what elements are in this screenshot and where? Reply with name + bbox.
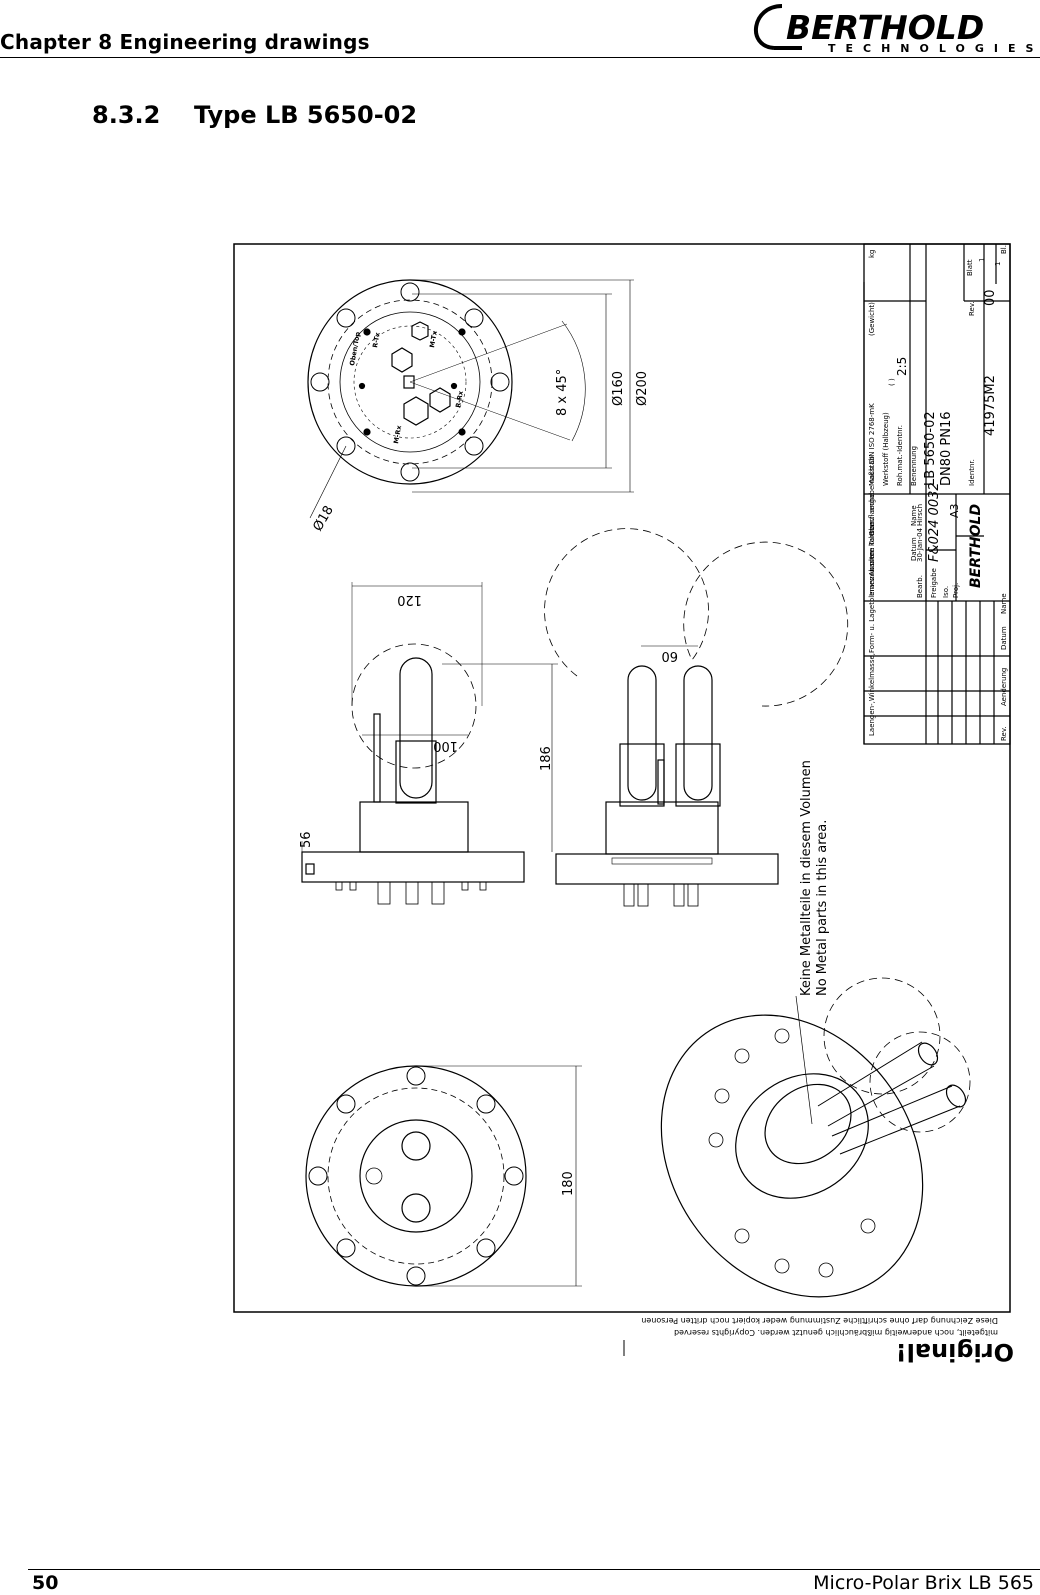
dim-180: 180 xyxy=(561,1171,576,1196)
tb-aend-rev: Rev. xyxy=(1000,726,1008,741)
tb-benennung-2: DN80 PN16 xyxy=(939,411,954,486)
tb-benennung-1: LB 5650-02 xyxy=(923,411,938,486)
berthold-logo: BERTHOLD TECHNOLOGIES xyxy=(754,4,1038,54)
tb-aend-name: Name xyxy=(1000,593,1008,614)
section-number: 8.3.2 xyxy=(92,101,161,129)
tb-kanten-innen: Innen- kanten xyxy=(868,547,876,596)
tb-rev-value: 00 xyxy=(983,289,998,306)
isometric-view xyxy=(660,977,971,1298)
tb-massstab-value: 2:5 xyxy=(895,357,909,376)
label-m-rx: M-Rx xyxy=(392,424,403,444)
tb-datum-label: Datum xyxy=(910,537,918,561)
tb-name-label: Name xyxy=(910,505,918,526)
flange-bottom-view: 180 xyxy=(305,1065,582,1287)
tb-identnr-label: Identnr. xyxy=(968,459,976,486)
tb-kanten-aussen: Aussen- kanten xyxy=(868,522,876,576)
label-r-rx: R-Rx xyxy=(454,390,465,409)
tb-bl-label: Bl. xyxy=(1000,245,1008,254)
tb-massstab-label: Maßstab xyxy=(868,456,876,486)
flange-top-view: Oben/Top R-Tx M-Tx R-Rx M-Rx Ø160 Ø200 8… xyxy=(307,279,650,534)
label-m-tx: M-Tx xyxy=(428,330,439,349)
tb-format: A3 xyxy=(948,503,961,518)
tb-aend-datum: Datum xyxy=(1000,626,1008,650)
logo-subtitle: TECHNOLOGIES xyxy=(828,42,1038,54)
drawing-frame xyxy=(233,243,1011,1313)
copyright-line-2: mitgeteilt, noch anderweitig mißbräuchli… xyxy=(674,1328,998,1337)
dim-d160: Ø160 xyxy=(611,371,626,406)
original-stamp: Original! xyxy=(896,1338,1014,1366)
tb-werkstoff: Werkstoff (Halbzeug) xyxy=(882,412,890,486)
logo-wordmark: BERTHOLD xyxy=(786,8,984,47)
side-view-right: 60 xyxy=(544,528,849,907)
tb-proj-label: Proj. xyxy=(952,583,960,598)
section-title: Type LB 5650-02 xyxy=(194,101,418,129)
engineering-drawing: Oben/Top R-Tx M-Tx R-Rx M-Rx Ø160 Ø200 8… xyxy=(233,243,1014,1366)
header-rule xyxy=(0,57,1040,58)
metal-note: Keine Metallteile in diesem Volumen No M… xyxy=(795,760,830,1125)
note-en: No Metal parts in this area. xyxy=(815,820,830,996)
section-heading: 8.3.2 Type LB 5650-02 xyxy=(92,101,417,129)
tb-identnr-value: 41975M2 xyxy=(983,375,998,436)
dim-100: 100 xyxy=(433,738,458,753)
tb-gewicht-label: (Gewicht) xyxy=(868,302,876,336)
tb-benennung-label: Benennung xyxy=(910,446,918,486)
tb-rev-label: Rev. xyxy=(968,301,976,316)
chapter-title: Chapter 8 Engineering drawings xyxy=(0,30,370,54)
copyright-line-1: Diese Zeichnung darf ohne schriftliche Z… xyxy=(641,1316,998,1325)
tb-rohmat: Roh.mat.-Identnr. xyxy=(896,425,904,486)
tb-freigabe-value: F&024 0032 xyxy=(927,482,942,562)
tb-iso-label: Iso. xyxy=(942,586,950,598)
dim-186: 186 xyxy=(539,746,554,771)
tb-aend-label: Aenderung xyxy=(1000,668,1008,706)
note-de: Keine Metallteile in diesem Volumen xyxy=(799,760,814,996)
dim-60: 60 xyxy=(661,648,678,663)
tb-logo: BERTHOLD xyxy=(968,504,984,588)
document-title: Micro-Polar Brix LB 565 xyxy=(813,1572,1034,1594)
tb-paren: ( ) xyxy=(888,378,896,386)
dim-56: 56 xyxy=(299,831,314,848)
side-view-left: 120 100 186 56 xyxy=(299,582,558,905)
footer-rule xyxy=(28,1569,1040,1570)
tb-blatt-label: Blatt xyxy=(966,259,974,276)
tb-bl-value: 1 xyxy=(994,262,1002,266)
copyright-block: Diese Zeichnung darf ohne schriftliche Z… xyxy=(623,1316,1014,1366)
tb-tolerance-note: Laengen-,Winkelmasse,Form- u. Lagetolera… xyxy=(868,403,876,736)
dim-d200: Ø200 xyxy=(635,371,650,406)
label-oben-top: Oben/Top xyxy=(348,331,362,366)
tb-bearb-date: 30-Jan-04 xyxy=(916,527,924,562)
tb-bearb-label: Bearb. xyxy=(916,575,924,598)
tb-freigabe-label: Freigabe xyxy=(930,568,938,598)
tb-oberflaeche: Oberflaeche xyxy=(868,493,876,536)
page-number: 50 xyxy=(32,1572,59,1594)
title-block: Laengen-,Winkelmasse,Form- u. Lagetolera… xyxy=(863,243,1011,745)
tb-bearb-name: Hirsch xyxy=(916,504,924,526)
dim-angle: 8 x 45° xyxy=(555,369,570,416)
dim-120: 120 xyxy=(397,592,422,607)
tb-gewicht-unit: kg xyxy=(868,250,876,259)
dim-d18: Ø18 xyxy=(310,503,336,534)
label-r-tx: R-Tx xyxy=(371,331,382,348)
tb-blatt-value: 1 xyxy=(978,258,986,262)
